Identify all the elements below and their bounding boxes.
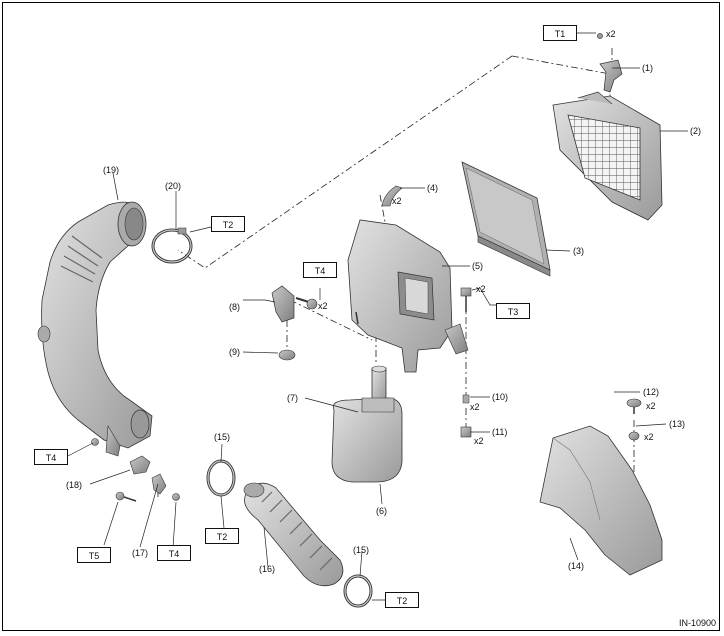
quantity-11: x2: [474, 436, 484, 446]
callout-6: (6): [376, 506, 387, 516]
callout-20: (20): [165, 181, 182, 191]
callout-11: (11): [492, 427, 508, 437]
air-duct-housing: [347, 219, 469, 373]
bellows-hose: [243, 482, 344, 587]
quantity-clip-4: x2: [392, 196, 402, 206]
hose-clamp-lower: [343, 574, 373, 608]
hose-clamp-middle: [206, 459, 236, 497]
torque-label-t2-box-middle: T2: [205, 528, 239, 544]
callout-5: (5): [472, 261, 483, 271]
figure-id: IN-10900: [678, 618, 716, 628]
callout-1: (1): [642, 63, 653, 73]
small-fasteners: [91, 438, 180, 502]
mount-bracket: [271, 285, 359, 361]
leader-lines: [67, 32, 688, 601]
torque-label-t2-box-upper: T2: [211, 216, 245, 232]
callout-9: (9): [229, 347, 240, 357]
callout-13: (13): [669, 419, 686, 429]
quantity-12: x2: [646, 401, 656, 411]
torque-label-t4-box-upper: T4: [303, 262, 337, 278]
torque-label-t4-box-left: T4: [34, 449, 68, 465]
callout-7: (7): [287, 393, 298, 403]
quantity-10: x2: [470, 402, 480, 412]
quantity-t1: x2: [606, 29, 616, 39]
resonator: [331, 365, 403, 483]
quantity-t3-bolt: x2: [476, 284, 486, 294]
hose-clamp-upper: [151, 227, 193, 264]
torque-label-t4-box-lower: T4: [157, 545, 191, 561]
air-cleaner-case: [552, 91, 663, 221]
callout-15-upper: (15): [214, 432, 231, 442]
callout-8: (8): [229, 302, 240, 312]
quantity-13: x2: [644, 432, 654, 442]
callout-16: (16): [259, 564, 276, 574]
cover-plate: [539, 425, 663, 576]
filter-element: [461, 161, 551, 277]
callout-4: (4): [427, 183, 438, 193]
callout-2: (2): [690, 126, 701, 136]
sensor-bracket: [597, 33, 623, 93]
torque-label-t1-box: T1: [543, 25, 577, 41]
callout-18: (18): [66, 480, 83, 490]
callout-3: (3): [573, 246, 584, 256]
callout-10: (10): [492, 392, 509, 402]
callout-17: (17): [132, 548, 149, 558]
intake-duct: [37, 201, 153, 457]
torque-label-t3-box: T3: [496, 303, 530, 319]
callout-15-lower: (15): [353, 545, 370, 555]
callout-14: (14): [568, 561, 585, 571]
callout-12: (12): [643, 387, 660, 397]
clip-and-nut: [626, 398, 642, 441]
torque-label-t2-box-lower: T2: [385, 592, 419, 608]
quantity-t4-bolt: x2: [318, 301, 328, 311]
torque-label-t5-box: T5: [77, 547, 111, 563]
callout-19: (19): [103, 165, 120, 175]
